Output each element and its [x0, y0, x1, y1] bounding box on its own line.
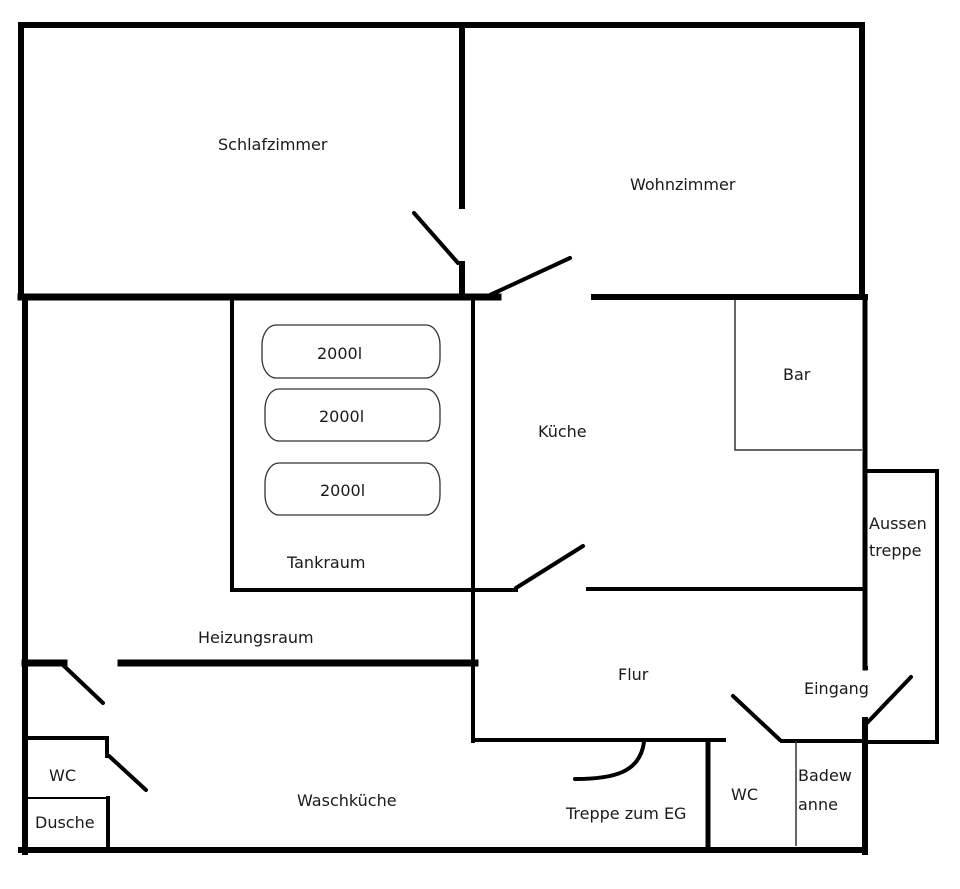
room-label-dusche: Dusche [35, 813, 95, 832]
walls [17, 22, 939, 855]
room-label-treppe: Treppe zum EG [565, 804, 686, 823]
door-wc-right [731, 694, 782, 742]
wall-aussentreppe [863, 469, 939, 744]
door-wc-left [107, 754, 148, 792]
room-label-schlafzimmer: Schlafzimmer [218, 135, 328, 154]
room-label-kueche: Küche [538, 422, 587, 441]
room-label-badewanne-2: anne [798, 795, 838, 814]
room-label-aussentreppe-1: Aussen [869, 514, 927, 533]
room-label-tankraum: Tankraum [286, 553, 365, 572]
tank-2 [264, 388, 441, 442]
room-label-bar: Bar [783, 365, 811, 384]
door-heizungsraum [61, 663, 105, 705]
tank-3-label: 2000l [320, 481, 365, 500]
tanks [261, 324, 441, 516]
tank-3 [264, 462, 441, 516]
door-kueche [514, 544, 585, 590]
room-label-heizungsraum: Heizungsraum [198, 628, 314, 647]
door-schlafzimmer [412, 211, 460, 265]
room-label-wc-right: WC [731, 785, 758, 804]
door-wohnzimmer [488, 256, 572, 297]
room-label-badewanne-1: Badew [798, 766, 852, 785]
stair-curve [573, 740, 646, 781]
room-label-wc-left: WC [49, 766, 76, 785]
doors [61, 211, 913, 792]
tank-2-label: 2000l [319, 407, 364, 426]
room-label-waschkueche: Waschküche [297, 791, 397, 810]
tank-1-label: 2000l [317, 344, 362, 363]
tank-1 [261, 324, 441, 379]
room-label-aussentreppe-2: treppe [869, 541, 922, 560]
room-label-flur: Flur [618, 665, 649, 684]
door-eingang [865, 675, 913, 725]
room-label-wohnzimmer: Wohnzimmer [630, 175, 736, 194]
room-label-eingang: Eingang [804, 679, 869, 698]
wall-bar [734, 300, 862, 451]
wall-wc-left [23, 736, 109, 758]
thin-walls [734, 300, 862, 846]
